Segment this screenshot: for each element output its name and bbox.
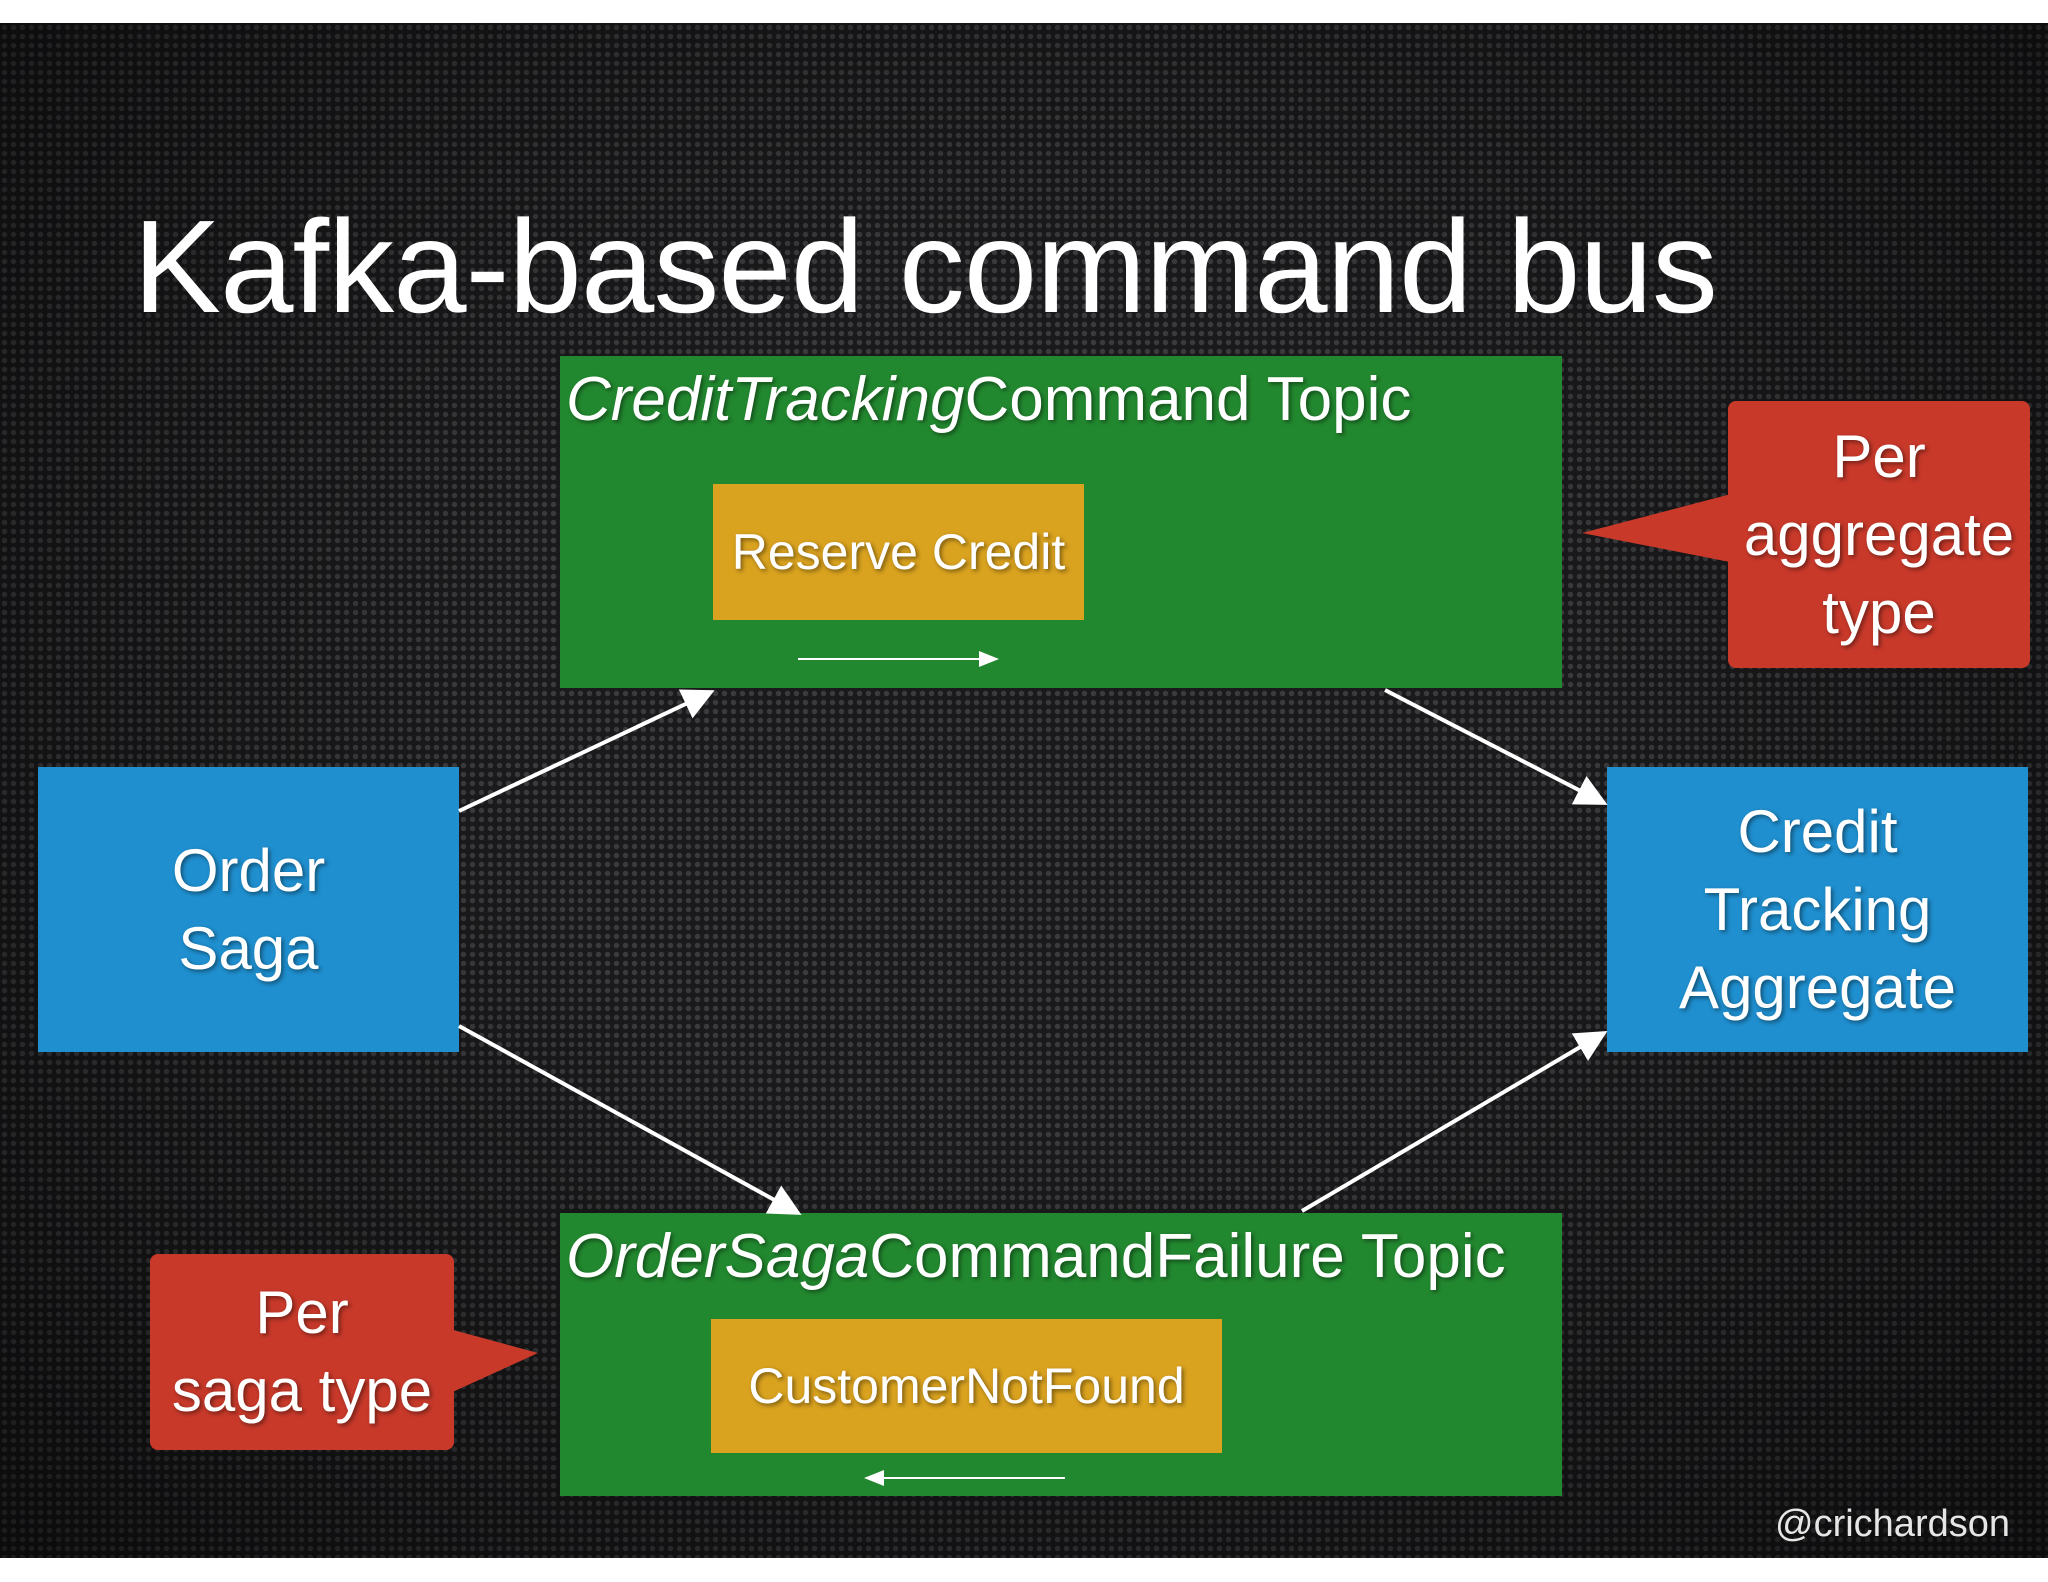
credit-tracking-line-3: Aggregate <box>1679 953 1956 1021</box>
aggregate-callout-line-2: aggregate <box>1743 500 2015 568</box>
credit-topic-title-rest: Command Topic <box>964 365 1412 434</box>
credit-tracking-line-1: Credit <box>1737 797 1898 865</box>
per-saga-type-callout <box>150 1254 538 1450</box>
arrow-order-saga-to-order-topic <box>458 1024 802 1215</box>
order-saga-line-2: Saga <box>178 914 319 982</box>
author-handle: @crichardson <box>1775 1503 2010 1545</box>
order-saga-box: Order Saga <box>38 767 459 1052</box>
arrow-order-saga-to-credit-topic <box>458 689 715 813</box>
saga-callout-line-1: Per <box>255 1279 349 1346</box>
credit-tracking-aggregate-box: Credit Tracking Aggregate <box>1607 767 2028 1052</box>
arrow-credit-topic-to-credit-tracking <box>1384 688 1608 805</box>
per-saga-type-text: Per saga type <box>150 1254 454 1450</box>
order-topic-title-italic: OrderSaga <box>566 1222 870 1291</box>
aggregate-callout-line-1: Per <box>1832 422 1926 490</box>
diagram-overlay <box>150 401 2030 1486</box>
saga-callout-line-2: saga type <box>171 1357 433 1424</box>
credit-tracking-line-2: Tracking <box>1703 875 1932 943</box>
slide: Kafka-based command bus CreditTrackingCo… <box>0 23 2048 1558</box>
order-saga-command-failure-topic: OrderSagaCommandFailure Topic CustomerNo… <box>560 1213 1562 1496</box>
credit-topic-title: CreditTrackingCommand Topic <box>566 364 1411 435</box>
per-aggregate-type-callout <box>1582 401 2030 668</box>
credit-topic-title-italic: CreditTracking <box>566 365 965 434</box>
order-topic-title-rest: CommandFailure Topic <box>869 1222 1506 1291</box>
aggregate-callout-line-3: type <box>1822 578 1936 646</box>
slide-title: Kafka-based command bus <box>133 193 1718 340</box>
order-saga-line-1: Order <box>171 836 326 904</box>
arrow-credit-tracking-to-order-topic <box>1300 1030 1608 1213</box>
credit-tracking-command-topic: CreditTrackingCommand Topic Reserve Cred… <box>560 356 1562 688</box>
order-topic-title: OrderSagaCommandFailure Topic <box>566 1221 1506 1292</box>
per-aggregate-type-text: Per aggregate type <box>1728 401 2030 668</box>
customer-not-found-message: CustomerNotFound <box>711 1319 1222 1453</box>
reserve-credit-message: Reserve Credit <box>713 484 1084 620</box>
